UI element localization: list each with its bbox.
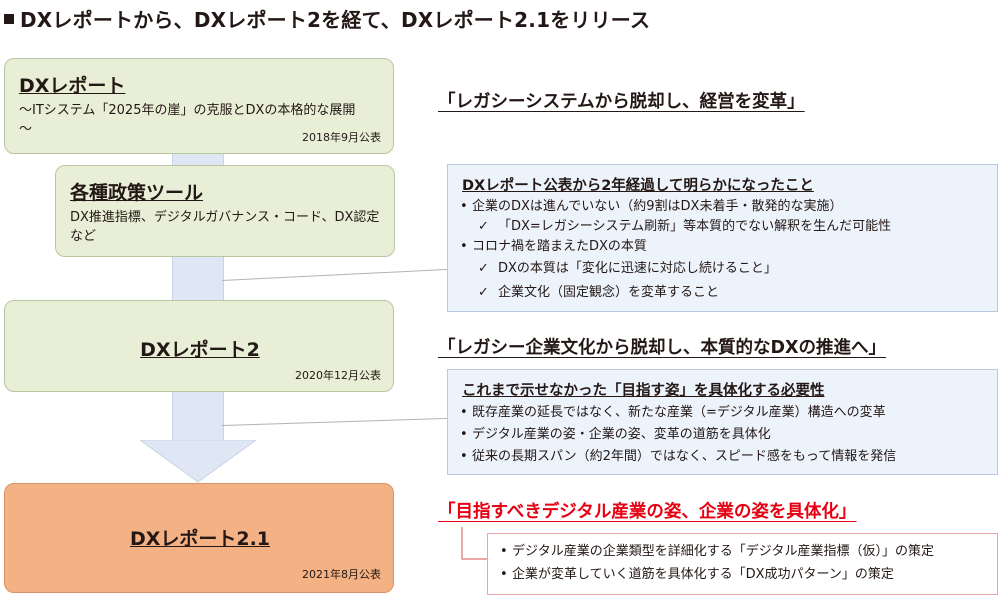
info-item-text: DXの本質は「変化に迅速に対応し続けること」 [498, 261, 777, 276]
check-icon: ✓ [478, 219, 489, 234]
info-item: • 企業のDXは進んでいない（約9割はDX未着手・散発的な実施） [460, 197, 842, 217]
bullet-dot-icon: • [460, 405, 468, 420]
stage-subtitle: ～ITシステム「2025年の崖」の克服とDXの本格的な展開～ [19, 103, 356, 137]
info-box-findings: DXレポート公表から2年経過して明らかになったこと • 企業のDXは進んでいない（… [447, 164, 998, 312]
info-item: • デジタル産業の姿・企業の姿、変革の道筋を具体化 [460, 425, 771, 445]
info-item-text: コロナ禍を踏まえたDXの本質 [472, 239, 647, 254]
info-item: ✓ 企業文化（固定観念）を変革すること [478, 283, 719, 303]
info-item-text: 既存産業の延長ではなく、新たな産業（=デジタル産業）構造への変革 [472, 405, 886, 420]
info-item-text: デジタル産業の姿・企業の姿、変革の道筋を具体化 [472, 427, 771, 442]
info-item: • 従来の長期スパン（約2年間）ではなく、スピード感をもって情報を発信 [460, 447, 896, 467]
stage-date: 2018年9月公表 [302, 131, 381, 144]
stage-dx-report-2: DXレポート2 2020年12月公表 [4, 300, 394, 392]
info-heading: DXレポート公表から2年経過して明らかになったこと [462, 178, 814, 194]
bullet-dot-icon: • [460, 427, 468, 442]
check-icon: ✓ [478, 285, 489, 300]
slogan-3: 「目指すべきデジタル産業の姿、企業の姿を具体化」 [438, 502, 857, 522]
stage-heading: DXレポート2 [140, 339, 260, 361]
info-box-necessity: これまで示せなかった「目指す姿」を具体化する必要性 • 既存産業の延長ではなく、新… [447, 369, 998, 475]
connector-line-1 [221, 268, 449, 281]
stage-heading: 各種政策ツール [70, 182, 204, 204]
info-item-text: 企業文化（固定観念）を変革すること [498, 285, 720, 300]
stage-dx-report-2-1: DXレポート2.1 2021年8月公表 [4, 483, 394, 593]
info-item: • 企業が変革していく道筋を具体化する「DX成功パターン」の策定 [500, 565, 894, 585]
info-item: • 既存産業の延長ではなく、新たな産業（=デジタル産業）構造への変革 [460, 403, 886, 423]
connector-line-2 [221, 417, 449, 426]
slogan-2: 「レガシー企業文化から脱却し、本質的なDXの推進へ」 [438, 338, 887, 358]
page-title-text: DXレポートから、DXレポート2を経て、DXレポート2.1をリリース [20, 8, 651, 32]
info-item: ✓ 「DX=レガシーシステム刷新」等本質的でない解釈を生んだ可能性 [478, 217, 891, 237]
stage-heading: DXレポート [19, 75, 126, 97]
bullet-dot-icon: • [460, 199, 468, 214]
bullet-dot-icon: • [500, 544, 508, 559]
slogan-1: 「レガシーシステムから脱却し、経営を変革」 [438, 92, 805, 112]
info-item: • デジタル産業の企業類型を詳細化する「デジタル産業指標（仮）」の策定 [500, 542, 934, 562]
title-square-icon [4, 14, 14, 24]
stage-dx-report: DXレポート ～ITシステム「2025年の崖」の克服とDXの本格的な展開～ 20… [4, 58, 394, 154]
stage-policy-tools: 各種政策ツール DX推進指標、デジタルガバナンス・コード、DX認定など [55, 165, 395, 257]
info-item-text: 従来の長期スパン（約2年間）ではなく、スピード感をもって情報を発信 [472, 449, 897, 464]
bullet-dot-icon: • [500, 567, 508, 582]
stage-date: 2020年12月公表 [295, 369, 381, 382]
stage-date: 2021年8月公表 [302, 568, 381, 581]
check-icon: ✓ [478, 261, 489, 276]
bullet-dot-icon: • [460, 239, 468, 254]
page-title: DXレポートから、DXレポート2を経て、DXレポート2.1をリリース [4, 4, 650, 33]
info-item-text: 企業のDXは進んでいない（約9割はDX未着手・散発的な実施） [472, 199, 843, 214]
info-item-text: 企業が変革していく道筋を具体化する「DX成功パターン」の策定 [512, 567, 894, 582]
info-item-text: デジタル産業の企業類型を詳細化する「デジタル産業指標（仮）」の策定 [512, 544, 934, 559]
info-item: • コロナ禍を踏まえたDXの本質 [460, 237, 647, 257]
stage-subtitle: DX推進指標、デジタルガバナンス・コード、DX認定など [70, 210, 380, 244]
flow-stem-3 [172, 390, 224, 445]
stage-heading: DXレポート2.1 [129, 528, 271, 550]
info-item-text: 「DX=レガシーシステム刷新」等本質的でない解釈を生んだ可能性 [498, 219, 892, 234]
info-item: ✓ DXの本質は「変化に迅速に対応し続けること」 [478, 259, 777, 279]
bullet-dot-icon: • [460, 449, 468, 464]
info-box-deliverables: • デジタル産業の企業類型を詳細化する「デジタル産業指標（仮）」の策定 • 企業が変… [487, 533, 998, 595]
flow-stem-2 [172, 250, 224, 305]
flow-arrow-down-icon [140, 440, 256, 483]
info-heading: これまで示せなかった「目指す姿」を具体化する必要性 [462, 383, 825, 399]
